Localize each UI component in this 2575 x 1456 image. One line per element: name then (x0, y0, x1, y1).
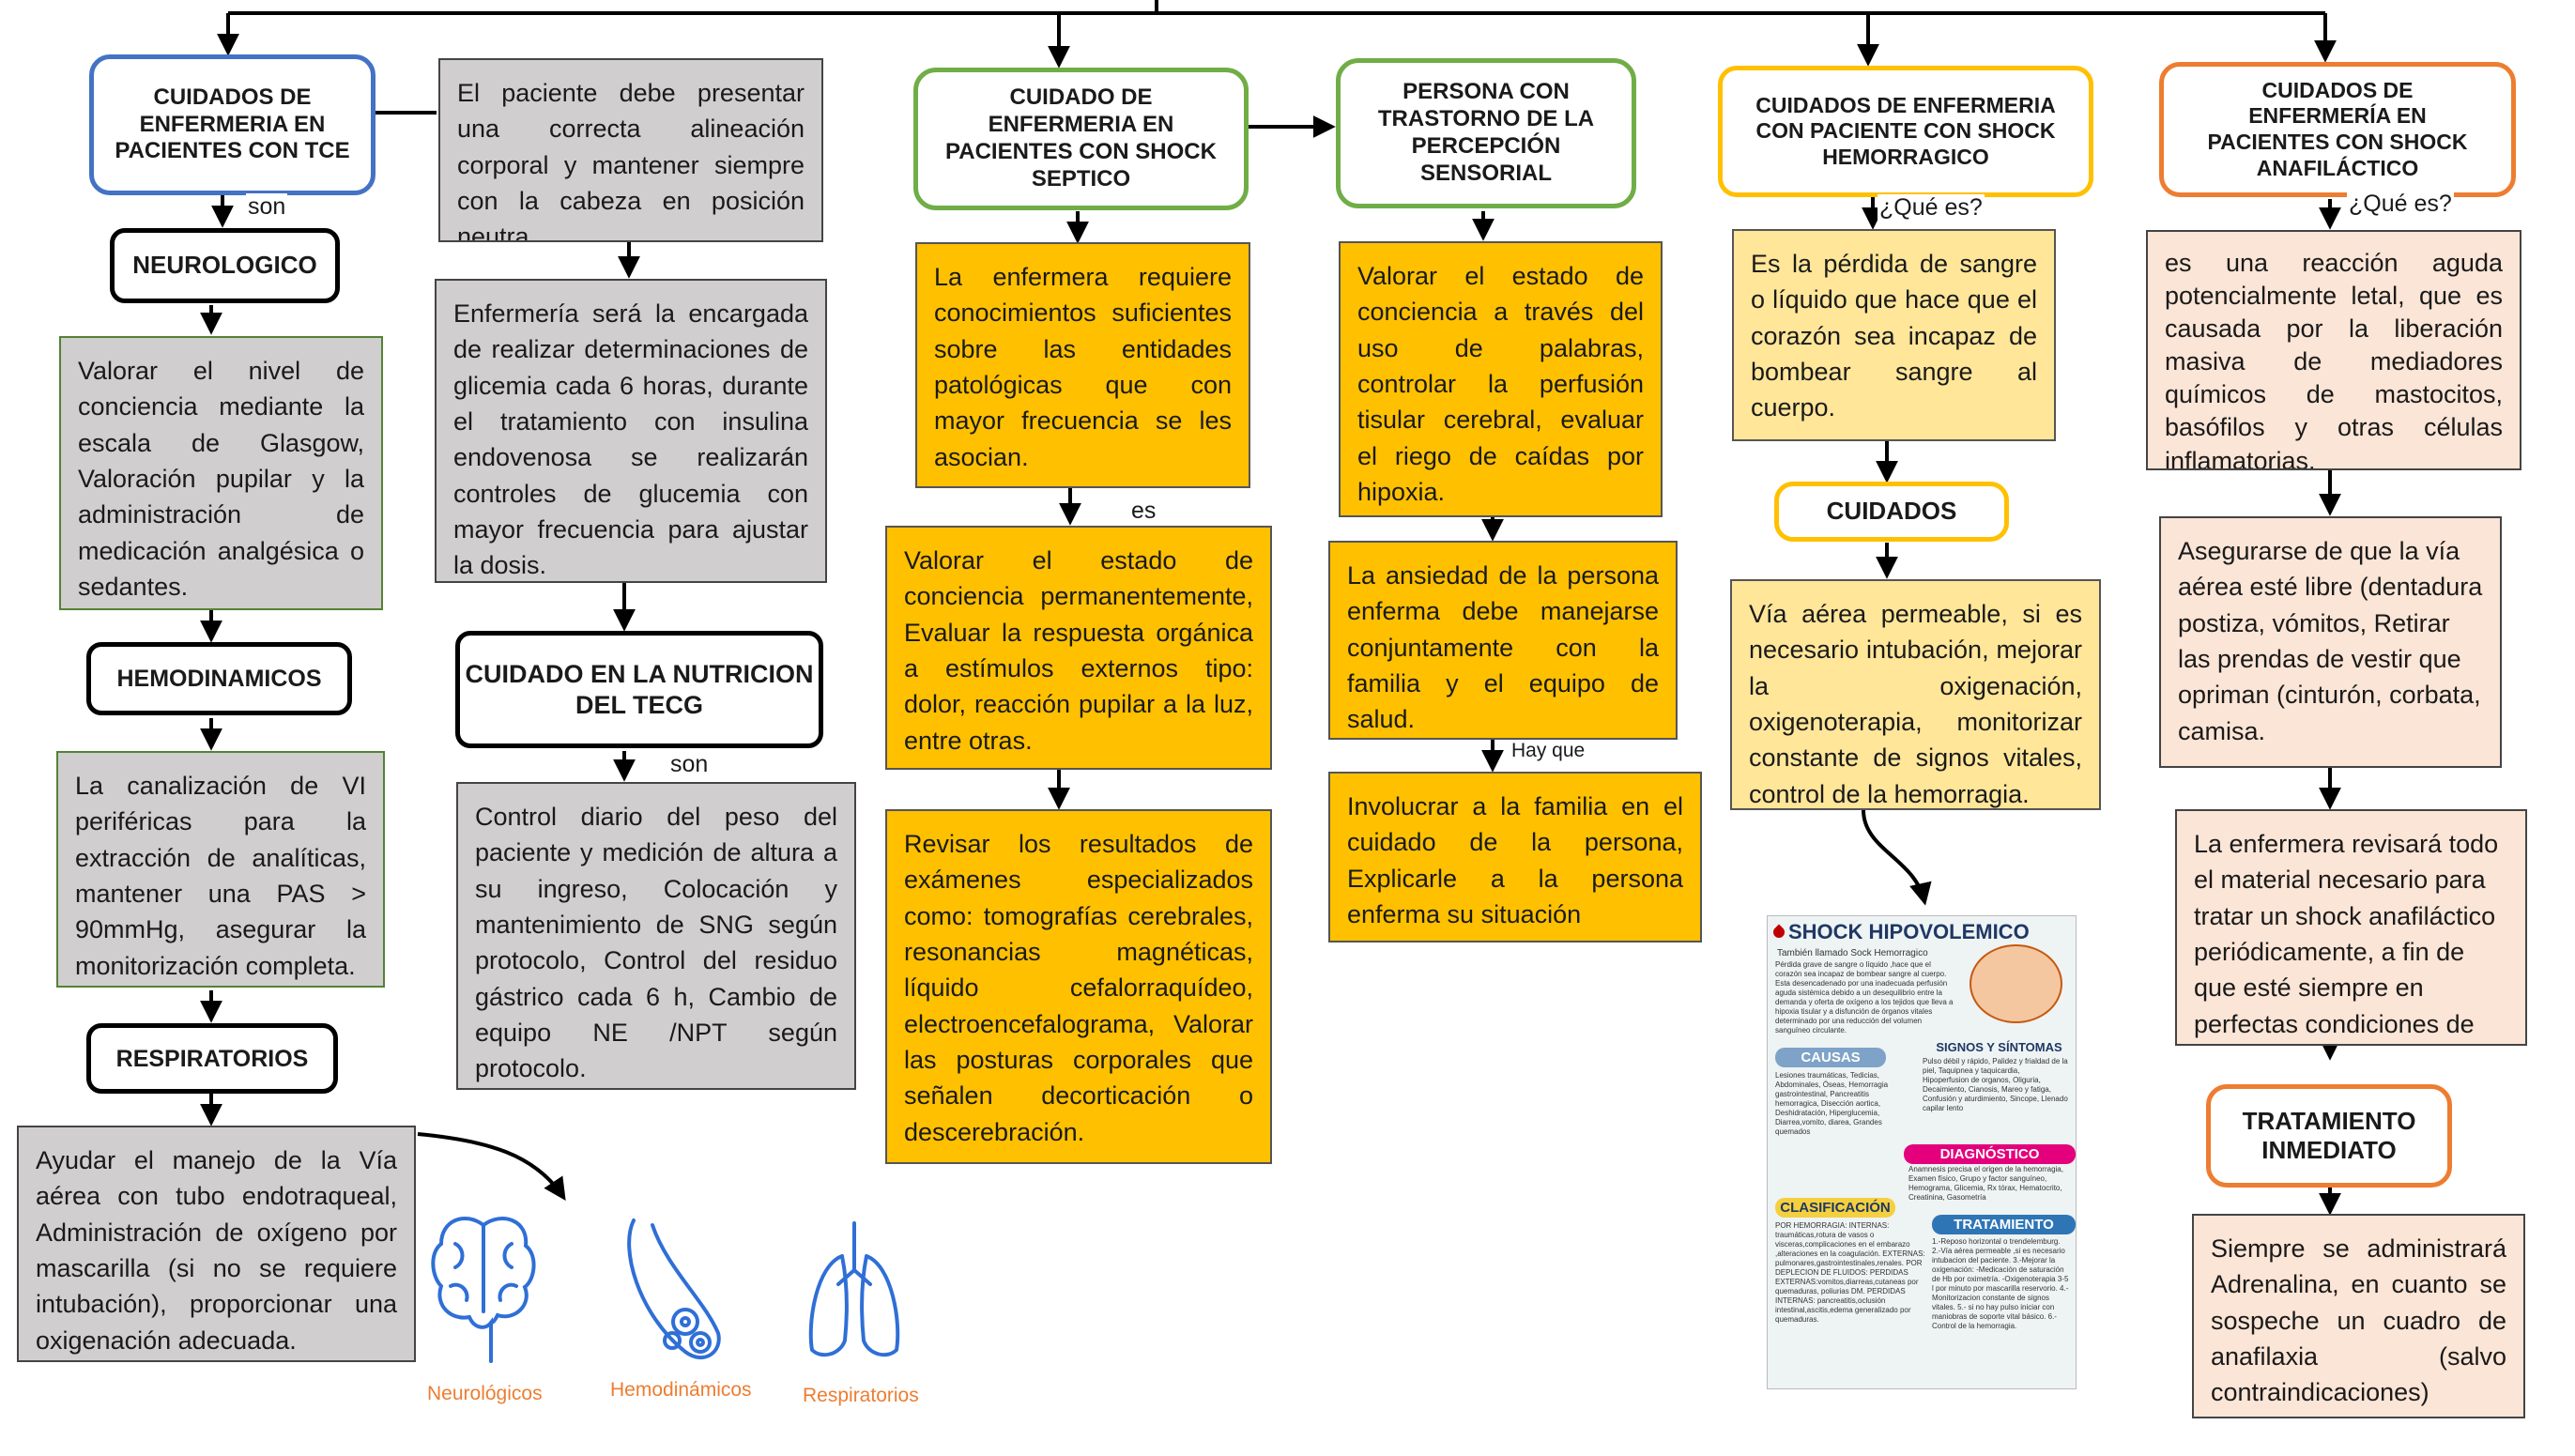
diagnostico-text: Anamnesis precisa el origen de la hemorr… (1908, 1165, 2063, 1202)
hemorragico-title-box: CUIDADOS DE ENFERMERIA CON PACIENTE CON … (1718, 66, 2093, 197)
hemorragico-text-1: Es la pérdida de sangre o líquido que ha… (1732, 229, 2056, 441)
lungs-icon: Respiratorios (803, 1218, 919, 1425)
clasificacion-text: POR HEMORRAGIA: INTERNAS: traumáticas,ro… (1775, 1221, 1925, 1324)
nutricion-title: CUIDADO EN LA NUTRICION DEL TECG (455, 631, 823, 748)
hemorragico-cuidados-title: CUIDADOS (1774, 482, 2009, 542)
respiratorios-text: Ayudar el manejo de la Vía aérea con tub… (17, 1126, 416, 1362)
glucemia-text: Enfermería será la encargada de realizar… (435, 279, 827, 583)
diagnostico-header: DIAGNÓSTICO (1904, 1144, 2076, 1164)
anafilactico-text-2: Asegurarse de que la vía aérea esté libr… (2159, 516, 2502, 768)
infographic-intro: Pérdida grave de sangre o líquido ,hace … (1775, 960, 1954, 1035)
brain-icon: Neurológicos (427, 1206, 543, 1422)
anafilactico-text-1: es una reacción aguda potencialmente let… (2146, 230, 2521, 470)
respiratorios-label: Respiratorios (803, 1385, 919, 1406)
anafilactico-text-3: La enfermera revisará todo el material n… (2175, 809, 2527, 1046)
blood-drop-icon (1770, 924, 1787, 941)
septico-text-1: La enfermera requiere conocimientos sufi… (915, 242, 1250, 488)
percepcion-text-2: La ansiedad de la persona enferma debe m… (1328, 541, 1678, 740)
clasificacion-header: CLASIFICACIÓN (1775, 1198, 1895, 1218)
percepcion-hayque-label: Hay que (1510, 740, 1587, 762)
hemodinamicos-title: HEMODINAMICOS (86, 642, 352, 715)
neurologico-title: NEUROLOGICO (110, 228, 340, 303)
signos-header: SIGNOS Y SÍNTOMAS (1936, 1040, 2062, 1054)
septico-text-3: Revisar los resultados de exámenes espec… (885, 809, 1272, 1164)
hemorragico-text-2: Vía aérea permeable, si es necesario int… (1730, 579, 2101, 810)
tce-son-label: son (246, 193, 288, 221)
shock-hipovolemico-infographic: SHOCK HIPOVOLEMICO También llamado Sock … (1767, 915, 2077, 1389)
hemodinamicos-text: La canalización de VI periféricas para l… (56, 751, 385, 988)
infographic-subtitle: También llamado Sock Hemorragico (1777, 948, 1928, 958)
patient-illustration (1970, 944, 2062, 1023)
septico-es-label: es (1129, 498, 1158, 525)
hemorragico-que-label: ¿Qué es? (1878, 194, 1985, 222)
tratamiento-title-box: TRATAMIENTO INMEDIATO (2206, 1084, 2452, 1188)
causas-text: Lesiones traumáticas, Tedicias, Abdomina… (1775, 1071, 1889, 1136)
septico-text-2: Valorar el estado de conciencia permanen… (885, 526, 1272, 770)
percepcion-text-1: Valorar el estado de conciencia a través… (1339, 241, 1663, 517)
tratamiento-header: TRATAMIENTO (1932, 1215, 2076, 1234)
tratamiento-info-text: 1.-Reposo horizontal o trendelemburg. 2.… (1932, 1237, 2069, 1330)
nutricion-text: Control diario del peso del paciente y m… (456, 782, 856, 1090)
tratamiento-text: Siempre se administrará Adrenalina, en c… (2192, 1214, 2525, 1418)
signos-text: Pulso débil y rápido, Palidez y frialdad… (1923, 1057, 2068, 1112)
respiratorios-title: RESPIRATORIOS (86, 1023, 338, 1094)
tce-position-text: El paciente debe presentar una correcta … (438, 58, 823, 242)
tce-title-box: CUIDADOS DE ENFERMERIA EN PACIENTES CON … (89, 54, 376, 195)
septico-title-box: CUIDADO DE ENFERMERIA EN PACIENTES CON S… (913, 68, 1249, 210)
anafilactico-title-box: CUIDADOS DE ENFERMERÍA EN PACIENTES CON … (2159, 62, 2516, 197)
causas-header: CAUSAS (1775, 1048, 1886, 1067)
percepcion-text-3: Involucrar a la familia en el cuidado de… (1328, 772, 1702, 943)
anafilactico-que-label: ¿Qué es? (2347, 191, 2454, 218)
hemodinamicos-label: Hemodinámicos (610, 1379, 752, 1401)
neurologicos-label: Neurológicos (427, 1383, 543, 1404)
nutricion-son-label: son (668, 751, 711, 778)
neurologico-text: Valorar el nivel de conciencia mediante … (59, 336, 383, 610)
percepcion-title-box: PERSONA CON TRASTORNO DE LA PERCEPCIÓN S… (1336, 58, 1636, 208)
blood-vessel-icon: Hemodinámicos (610, 1211, 752, 1422)
infographic-title: SHOCK HIPOVOLEMICO (1788, 920, 2030, 943)
